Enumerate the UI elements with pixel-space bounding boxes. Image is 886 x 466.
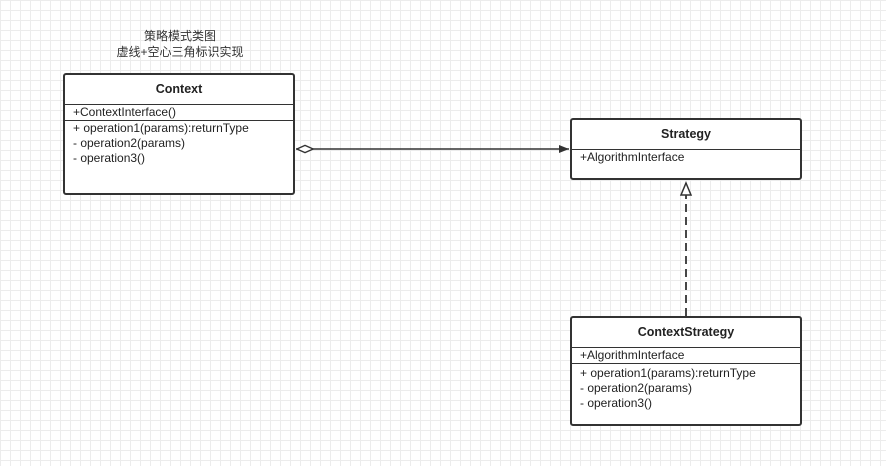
class-context-strategy-operations: + operation1(params):returnType - operat…	[572, 364, 800, 413]
class-context-operations: + operation1(params):returnType - operat…	[65, 121, 293, 166]
class-strategy-name: Strategy	[572, 120, 800, 150]
attribute-line: +AlgorithmInterface	[580, 348, 685, 362]
operation-line: - operation2(params)	[73, 136, 186, 150]
class-context-attributes: +ContextInterface()	[65, 105, 293, 121]
class-context-strategy-name: ContextStrategy	[572, 318, 800, 348]
class-strategy-attributes: +AlgorithmInterface	[572, 150, 800, 165]
caption-title: 策略模式类图	[143, 29, 216, 43]
class-context[interactable]: Context +ContextInterface() + operation1…	[63, 73, 295, 195]
diagram-caption: 策略模式类图 虚线+空心三角标识实现	[100, 28, 260, 60]
operation-line: - operation3()	[73, 151, 146, 165]
class-strategy[interactable]: Strategy +AlgorithmInterface	[570, 118, 802, 180]
attribute-line: +ContextInterface()	[73, 105, 177, 119]
class-context-strategy-attributes: +AlgorithmInterface	[572, 348, 800, 364]
caption-note: 虚线+空心三角标识实现	[116, 45, 244, 59]
operation-line: - operation2(params)	[580, 381, 693, 395]
operation-line: + operation1(params):returnType	[73, 121, 249, 135]
operation-line: + operation1(params):returnType	[580, 366, 756, 380]
class-context-name: Context	[65, 75, 293, 105]
operation-line: - operation3()	[580, 396, 653, 410]
attribute-line: +AlgorithmInterface	[580, 150, 685, 164]
class-context-strategy[interactable]: ContextStrategy +AlgorithmInterface + op…	[570, 316, 802, 426]
realization-triangle-head	[679, 181, 693, 196]
